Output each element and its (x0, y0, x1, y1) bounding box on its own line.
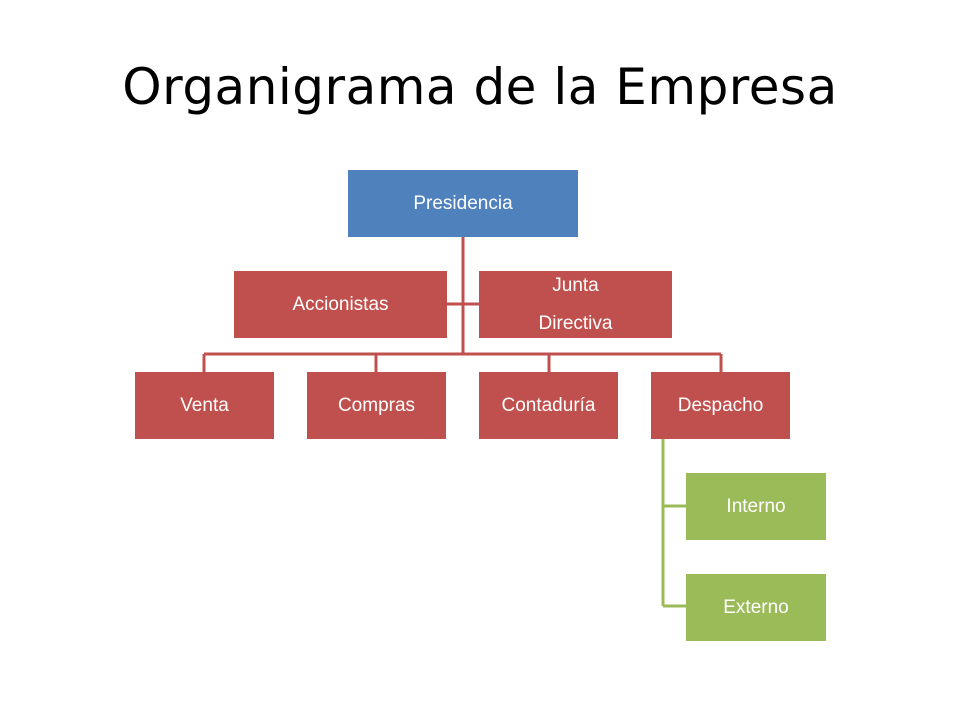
node-label: Venta (180, 394, 229, 416)
node-label: Presidencia (413, 192, 513, 214)
node-label: Accionistas (292, 293, 389, 315)
node-interno[interactable]: Interno (686, 473, 826, 540)
node-accionistas[interactable]: Accionistas (234, 271, 447, 338)
node-label: Compras (337, 394, 416, 416)
node-label: Externo (723, 596, 789, 618)
node-despacho[interactable]: Despacho (651, 372, 790, 439)
node-externo[interactable]: Externo (686, 574, 826, 641)
node-label-line-1: Junta (552, 275, 599, 297)
node-junta-directiva[interactable]: Junta Directiva (479, 271, 672, 338)
node-compras[interactable]: Compras (307, 372, 446, 439)
diagram-title: Organigrama de la Empresa (122, 58, 838, 116)
node-presidencia[interactable]: Presidencia (348, 170, 578, 237)
node-venta[interactable]: Venta (135, 372, 274, 439)
node-contaduria[interactable]: Contaduría (479, 372, 618, 439)
node-label: Despacho (677, 394, 764, 416)
node-label-line-2: Directiva (538, 312, 613, 334)
node-label: Contaduría (501, 394, 596, 416)
node-label: Interno (726, 495, 786, 517)
